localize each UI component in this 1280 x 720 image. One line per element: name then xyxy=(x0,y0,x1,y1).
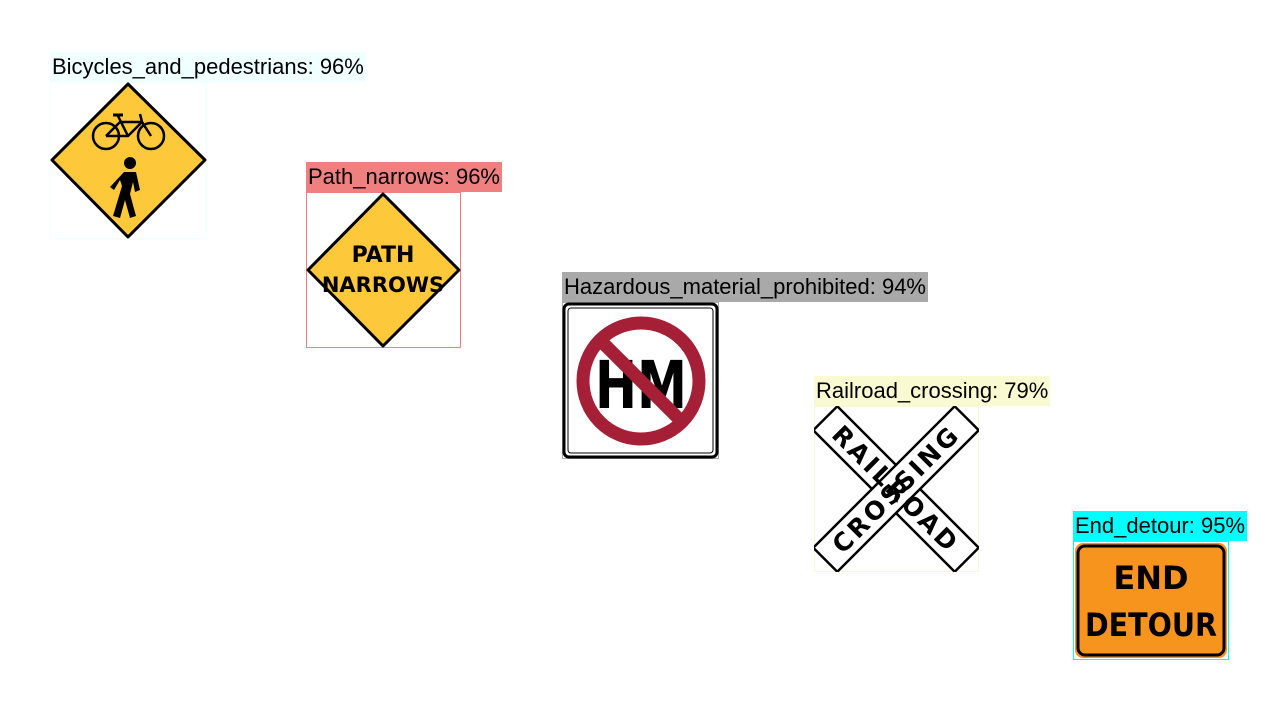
detection-label: Bicycles_and_pedestrians: 96% xyxy=(50,52,366,82)
detection-end-detour: End_detour: 95% END DETOUR xyxy=(1073,511,1248,660)
sign-text-end: END xyxy=(1113,559,1188,597)
detection-hazardous-material-prohibited: Hazardous_material_prohibited: 94% HM xyxy=(562,272,928,459)
bounding-box xyxy=(1073,541,1229,660)
detection-label: End_detour: 95% xyxy=(1073,511,1248,541)
bounding-box xyxy=(814,406,979,572)
end-detour-sign-icon: END DETOUR xyxy=(1075,543,1227,658)
sign-text-line-1: PATH xyxy=(352,243,415,268)
detection-path-narrows: Path_narrows: 96% PATH NARROWS xyxy=(306,162,502,348)
sign-text-line-2: NARROWS xyxy=(322,273,444,297)
detection-label: Hazardous_material_prohibited: 94% xyxy=(562,272,928,302)
railroad-crossing-sign-icon: RAILROAD CROSSING xyxy=(814,406,979,572)
sign-text-detour: DETOUR xyxy=(1085,606,1217,644)
bicycle-pedestrian-sign-icon xyxy=(50,82,207,239)
detection-bicycles-and-pedestrians: Bicycles_and_pedestrians: 96% xyxy=(50,52,366,239)
hazardous-material-prohibited-sign-icon: HM xyxy=(562,302,719,459)
detection-label: Railroad_crossing: 79% xyxy=(814,376,1051,406)
detection-railroad-crossing: Railroad_crossing: 79% RAILROAD CROSSING xyxy=(814,376,1051,572)
bounding-box xyxy=(50,82,207,239)
path-narrows-sign-icon: PATH NARROWS xyxy=(306,192,461,348)
detection-label: Path_narrows: 96% xyxy=(306,162,502,192)
